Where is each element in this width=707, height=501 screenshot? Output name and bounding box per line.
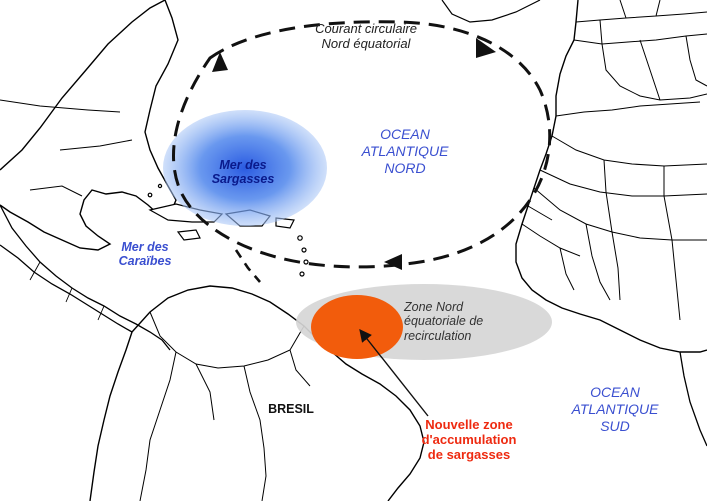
current-arrow-top-right: [476, 38, 496, 58]
north-america-borders: [0, 99, 133, 197]
south-america-borders: [139, 311, 311, 501]
new-zone-label: Nouvelle zone d'accumulation de sargasse…: [404, 417, 534, 463]
recirculation-label-line-1: Zone Nord: [404, 300, 464, 314]
new-accumulation-zone: [311, 295, 403, 359]
north-america-coastline: [0, 0, 179, 251]
africa-south-coastline: [679, 351, 707, 447]
central-america-coastline: [0, 204, 171, 351]
recirculation-label-line-2: équatoriale de: [404, 314, 484, 329]
circular-current-loop: [172, 20, 552, 269]
sargasso-label: Mer des Sargasses: [188, 158, 298, 187]
current-label: Courant circulaire Nord équatorial: [286, 21, 446, 52]
south-atlantic-label-line-2: ATLANTIQUE: [571, 400, 659, 417]
sargasso-label-line-2: Sargasses: [211, 172, 275, 187]
north-atlantic-label-line-2: ATLANTIQUE: [361, 142, 449, 159]
africa-borders: [521, 135, 707, 321]
current-label-line-2: Nord équatorial: [321, 35, 411, 51]
sargasso-sea-area: [163, 110, 327, 226]
current-arrow-bottom: [384, 254, 402, 270]
current-arrow-left: [212, 52, 228, 72]
caribbean-label-line-2: Caraïbes: [118, 254, 172, 269]
new-zone-label-line-1: Nouvelle zone: [425, 417, 513, 432]
north-atlantic-label-line-3: NORD: [384, 159, 426, 176]
greenland-coastline: [441, 0, 541, 23]
current-branch: [234, 249, 261, 283]
south-atlantic-label-line-1: OCEAN: [590, 384, 640, 400]
south-atlantic-label-line-3: SUD: [600, 417, 630, 434]
europe-borders: [555, 0, 707, 117]
north-atlantic-label: OCEAN ATLANTIQUE NORD: [340, 126, 470, 176]
caribbean-label-line-1: Mer des: [121, 240, 169, 254]
recirculation-label-line-3: recirculation: [404, 328, 472, 343]
north-atlantic-label-line-1: OCEAN: [380, 126, 430, 142]
recirculation-label: Zone Nord équatoriale de recirculation: [404, 300, 532, 343]
brazil-label: BRESIL: [246, 402, 336, 416]
brazil-label-line-1: BRESIL: [268, 402, 314, 416]
sargasso-label-line-1: Mer des: [219, 158, 267, 172]
current-label-line-1: Courant circulaire: [315, 21, 417, 36]
caribbean-label: Mer des Caraïbes: [100, 240, 190, 269]
europe-africa-coastline: [515, 0, 707, 353]
central-america-borders: [29, 261, 105, 321]
new-zone-pointer: [359, 329, 429, 417]
new-zone-label-line-3: de sargasses: [427, 446, 511, 462]
south-atlantic-label: OCEAN ATLANTIQUE SUD: [550, 384, 680, 434]
new-zone-label-line-2: d'accumulation: [421, 431, 517, 447]
